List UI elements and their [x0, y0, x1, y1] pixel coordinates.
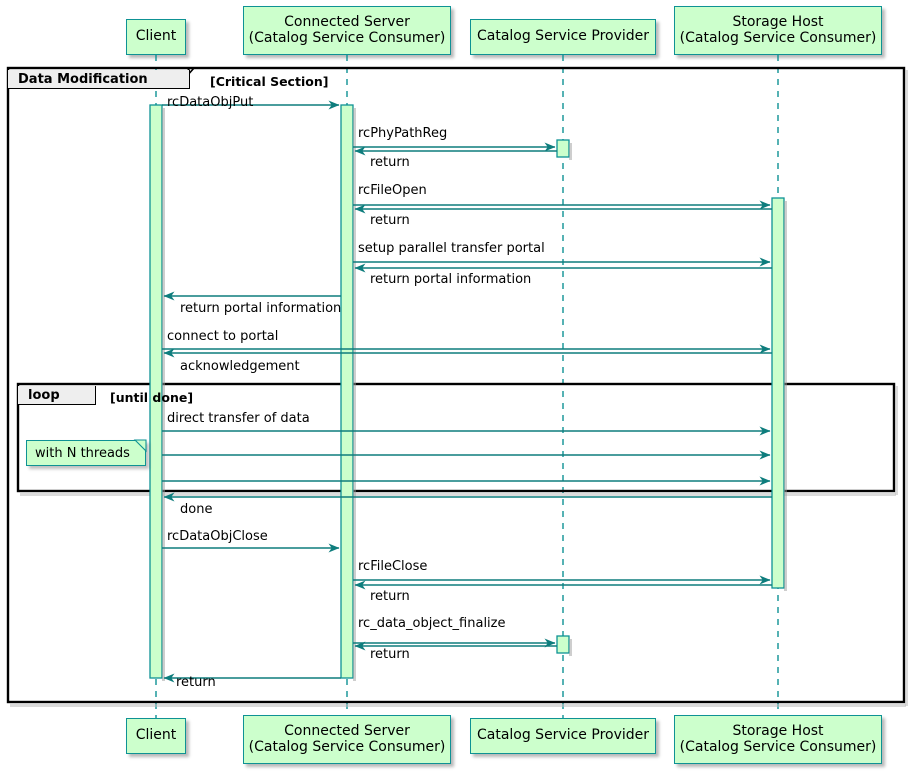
message-label-rcfileopen: rcFileOpen — [358, 183, 427, 198]
participant-header-catalog[interactable]: Catalog Service Provider — [470, 19, 656, 55]
activation-catalog-1 — [556, 139, 570, 158]
participant-name-storage-footer: Storage Host — [732, 722, 824, 739]
message-label-return-4: return — [370, 647, 410, 662]
participant-footer-catalog[interactable]: Catalog Service Provider — [470, 718, 656, 754]
participant-name-client-footer: Client — [135, 727, 177, 744]
participant-header-client[interactable]: Client — [126, 19, 186, 55]
message-label-rcdataobjclose: rcDataObjClose — [167, 529, 268, 544]
note-with-n-threads: with N threads — [26, 440, 146, 466]
activation-storage — [771, 197, 785, 589]
message-label-return-2: return — [370, 213, 410, 228]
activation-bars — [149, 104, 787, 681]
message-label-setup-portal: setup parallel transfer portal — [358, 241, 545, 256]
message-label-rc-data-object-finalize: rc_data_object_finalize — [358, 616, 506, 631]
participant-name-catalog-footer: Catalog Service Provider — [476, 727, 650, 744]
message-label-rcdataobjput: rcDataObjPut — [167, 95, 254, 110]
frame-condition-loop: [until done] — [110, 390, 194, 405]
participant-name-catalog: Catalog Service Provider — [476, 28, 650, 45]
message-label-acknowledgement: acknowledgement — [180, 359, 300, 374]
frame-title-loop: loop — [18, 386, 96, 405]
note-fold-lines — [133, 439, 147, 453]
message-label-connect-to-portal: connect to portal — [167, 329, 279, 344]
participant-header-storage[interactable]: Storage Host (Catalog Service Consumer) — [674, 6, 882, 55]
participant-footer-client[interactable]: Client — [126, 718, 186, 754]
participant-footer-server[interactable]: Connected Server (Catalog Service Consum… — [243, 715, 451, 764]
note-text: with N threads — [35, 445, 130, 461]
message-label-direct-transfer: direct transfer of data — [167, 411, 310, 426]
participant-sub-server: (Catalog Service Consumer) — [248, 29, 446, 46]
message-label-return-5: return — [176, 675, 216, 690]
participant-sub-server-footer: (Catalog Service Consumer) — [248, 738, 446, 755]
participant-footer-storage[interactable]: Storage Host (Catalog Service Consumer) — [674, 715, 882, 764]
message-label-return-3: return — [370, 589, 410, 604]
frame-data-modification — [6, 66, 908, 707]
frame-loop — [16, 382, 898, 496]
participant-header-server[interactable]: Connected Server (Catalog Service Consum… — [243, 6, 451, 55]
message-label-rcphypathreg: rcPhyPathReg — [358, 126, 448, 141]
participant-sub-storage: (Catalog Service Consumer) — [679, 29, 877, 46]
message-label-return-portal-info-client: return portal information — [180, 301, 342, 316]
activation-server — [340, 104, 354, 679]
messages — [162, 100, 772, 683]
activation-catalog-2 — [556, 635, 570, 654]
message-label-return-portal-info-storage: return portal information — [370, 272, 532, 287]
participant-name-storage: Storage Host — [732, 13, 824, 30]
message-label-done: done — [180, 502, 213, 517]
participant-name-server: Connected Server — [284, 13, 410, 30]
frame-condition-data-modification: [Critical Section] — [210, 74, 329, 89]
participant-name-server-footer: Connected Server — [284, 722, 410, 739]
message-label-rcfileclose: rcFileClose — [358, 559, 428, 574]
participant-sub-storage-footer: (Catalog Service Consumer) — [679, 738, 877, 755]
participant-name-client: Client — [135, 28, 177, 45]
message-label-return-1: return — [370, 155, 410, 170]
frame-title-data-modification: Data Modification — [8, 70, 190, 89]
